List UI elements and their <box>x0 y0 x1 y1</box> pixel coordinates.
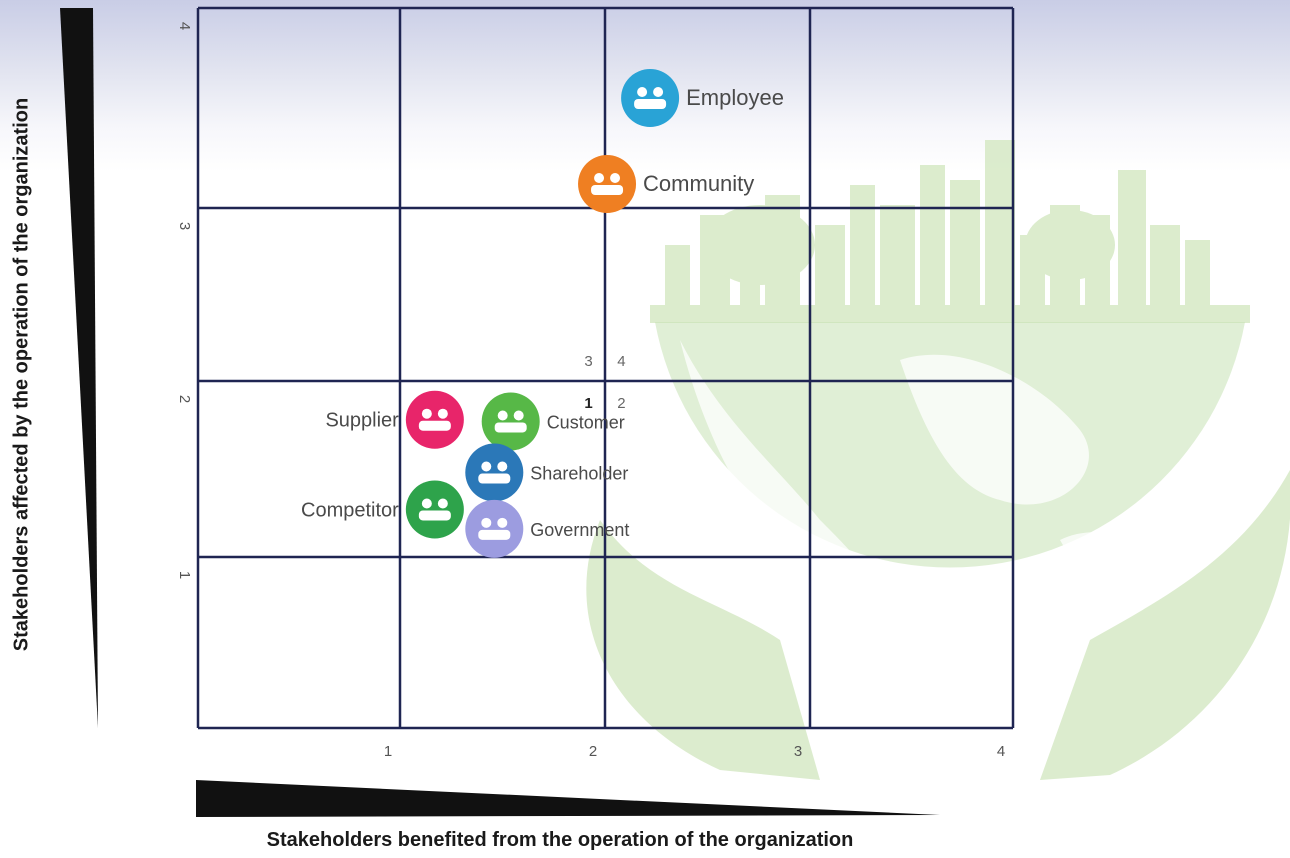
truck-icon <box>418 408 451 431</box>
handshake-icon <box>494 410 527 433</box>
employee-label: Employee <box>686 85 784 110</box>
x-axis-wedge <box>196 780 940 817</box>
employee-marker <box>621 69 680 127</box>
y-tick-label-2: 2 <box>176 395 193 403</box>
people-group-icon <box>634 87 667 109</box>
customer-label: Customer <box>547 412 625 432</box>
government-label: Government <box>530 520 629 540</box>
quadrant-label-1: 1 <box>584 395 592 412</box>
x-axis-label: Stakeholders benefited from the operatio… <box>266 829 854 851</box>
supplier-marker <box>405 390 464 449</box>
government-marker <box>465 499 524 558</box>
quadrant-label-2: 2 <box>617 395 625 412</box>
community-label: Community <box>643 171 754 196</box>
x-tick-label-3: 3 <box>794 743 802 760</box>
competitor-marker <box>405 480 464 539</box>
quadrant-label-4: 4 <box>617 353 625 370</box>
y-tick-label-3: 3 <box>176 222 193 230</box>
shareholder-label: Shareholder <box>530 464 628 484</box>
supplier-label: Supplier <box>325 410 399 432</box>
shareholder-marker <box>465 443 524 502</box>
y-tick-label-1: 1 <box>176 571 193 579</box>
x-tick-label-1: 1 <box>384 743 392 760</box>
y-axis-label: Stakeholders affected by the operation o… <box>10 97 33 652</box>
competitor-icon <box>418 498 451 521</box>
quadrant-label-3: 3 <box>584 353 592 370</box>
community-marker <box>578 155 637 213</box>
community-icon <box>591 173 624 195</box>
shareholder-icon <box>478 461 511 484</box>
x-tick-label-4: 4 <box>997 743 1005 760</box>
x-tick-label-2: 2 <box>589 743 597 760</box>
customer-marker <box>481 392 540 451</box>
y-axis-wedge <box>60 8 98 728</box>
y-tick-label-4: 4 <box>176 22 193 30</box>
government-building-icon <box>478 517 511 540</box>
competitor-label: Competitor <box>301 499 399 521</box>
